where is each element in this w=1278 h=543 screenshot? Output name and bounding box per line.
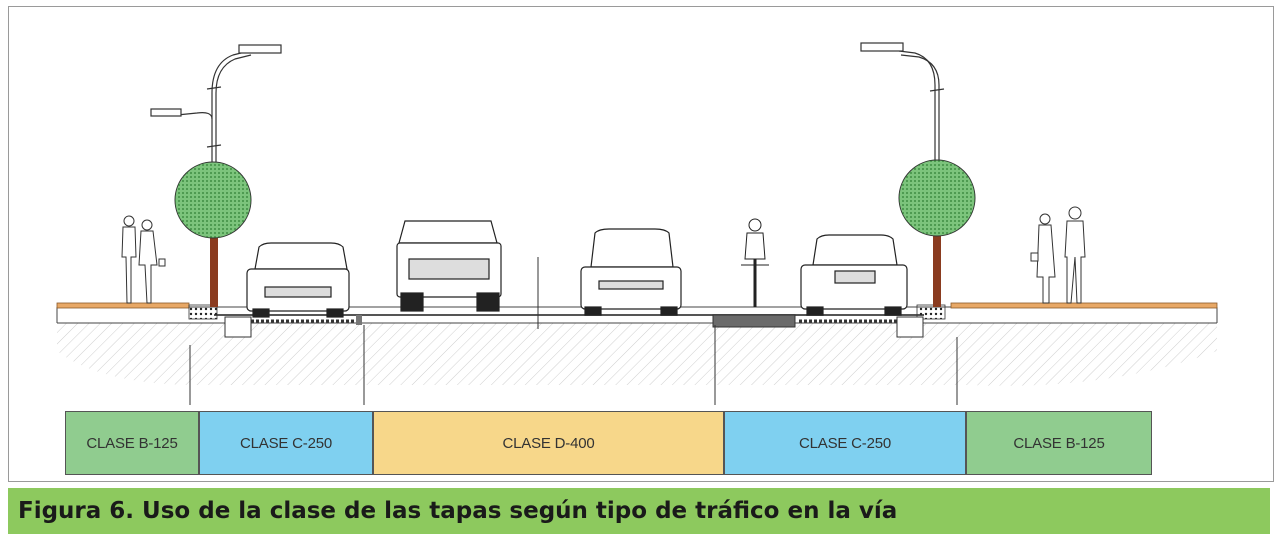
tree-pit-left [188, 304, 218, 320]
tree-left [174, 161, 252, 307]
street-lamp-right [860, 42, 945, 303]
car-right [800, 234, 908, 316]
sidewalk-right [950, 302, 1218, 309]
class-box-d400: CLASE D-400 [373, 411, 724, 475]
class-box-b125-right: CLASE B-125 [966, 411, 1152, 475]
drain-right [896, 316, 924, 338]
street-cross-section [56, 42, 1218, 405]
drain-left [224, 316, 252, 338]
tree-pit-right [916, 304, 946, 320]
bike-lane [712, 314, 796, 328]
pedestrians-left [121, 215, 166, 304]
ground-section [56, 257, 1218, 405]
car-center-right [580, 228, 682, 316]
class-bar: CLASE B-125 CLASE C-250 CLASE D-400 CLAS… [65, 411, 1152, 475]
class-box-c250-right: CLASE C-250 [724, 411, 966, 475]
tree-right [898, 159, 976, 307]
truck-center-left [396, 220, 502, 312]
caption-text: Figura 6. Uso de la clase de las tapas s… [18, 498, 898, 524]
sidewalk-left [56, 302, 190, 309]
figure-frame: CLASE B-125 CLASE C-250 CLASE D-400 CLAS… [8, 6, 1274, 482]
figure-caption: Figura 6. Uso de la clase de las tapas s… [8, 488, 1270, 534]
class-box-c250-left: CLASE C-250 [199, 411, 373, 475]
street-lamp-left [150, 44, 282, 303]
car-left [246, 242, 350, 318]
cyclist [741, 218, 769, 307]
class-box-b125-left: CLASE B-125 [65, 411, 199, 475]
pedestrians-right [1030, 206, 1086, 304]
